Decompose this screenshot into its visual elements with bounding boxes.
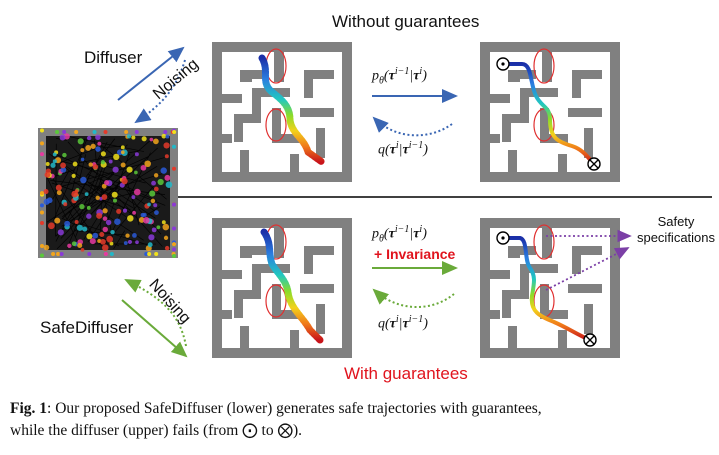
caption-fig-label: Fig. 1 <box>10 400 48 417</box>
safety-spec-arrow-2 <box>545 247 630 291</box>
caption-line1: : Our proposed SafeDiffuser (lower) gene… <box>47 400 542 417</box>
backward-formula-bottom: q(τi|τi−1) <box>378 314 428 332</box>
maze-bottom-noisy <box>212 218 352 358</box>
noisy-trajectory-bottom <box>260 228 324 344</box>
top-title: Without guarantees <box>332 12 480 31</box>
bottom-title: With guarantees <box>344 364 468 383</box>
backward-arrow-top <box>372 116 453 137</box>
safety-specs-label: Safety specifications <box>636 214 716 245</box>
trajectory-bottom <box>501 236 592 342</box>
noising-arrow-bottom <box>124 279 187 347</box>
maze-top-noisy <box>212 42 352 182</box>
diffuser-label: Diffuser <box>84 48 143 67</box>
noisy-trajectory-top <box>258 54 326 166</box>
trajectory-top <box>501 62 596 166</box>
noising-arrow-top <box>134 59 186 124</box>
goal-icon <box>583 333 597 347</box>
safediffuser-label: SafeDiffuser <box>40 318 134 337</box>
start-icon <box>496 231 510 245</box>
maze-top-clean <box>480 42 620 182</box>
backward-arrow-bottom <box>372 288 455 308</box>
forward-formula-top: pθ(τi−1|τi) <box>372 66 427 87</box>
figure-diagram <box>38 42 712 358</box>
diffuser-arrow <box>117 46 185 101</box>
figure-caption: Fig. 1: Our proposed SafeDiffuser (lower… <box>10 398 714 442</box>
start-icon <box>496 57 510 71</box>
invariance-label: + Invariance <box>374 246 456 262</box>
backward-formula-top: q(τi|τi−1) <box>378 140 428 158</box>
maze-bottom-clean <box>480 218 620 358</box>
caption-line2: while the diffuser (upper) fails (from ⨀… <box>10 422 302 439</box>
goal-icon <box>587 157 601 171</box>
forward-formula-bottom: pθ(τi−1|τi) <box>372 224 427 245</box>
noisy-trajectory-panel <box>38 128 178 259</box>
safediffuser-arrow <box>121 299 188 358</box>
